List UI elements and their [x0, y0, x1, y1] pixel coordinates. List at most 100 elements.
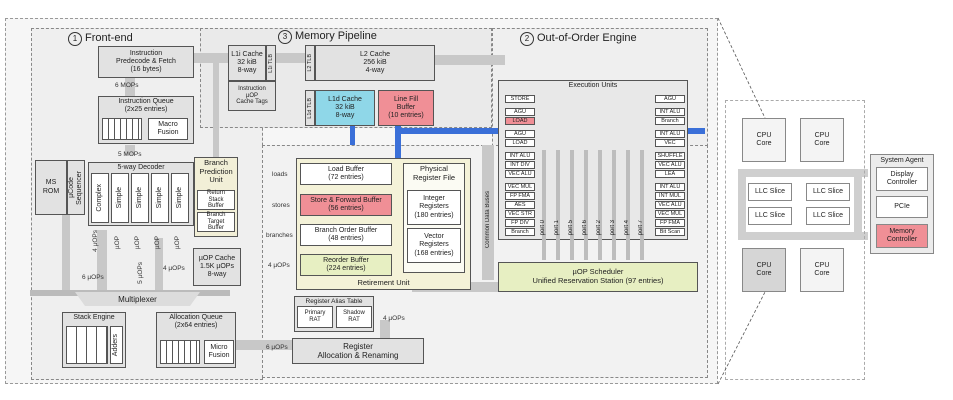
l1d-cache: L1d Cache 32 kiB 8-way [315, 90, 375, 126]
soc-ring-left [738, 169, 746, 240]
exec-unit: FP FMA [505, 192, 535, 200]
soc-ring-top [738, 169, 868, 177]
exec-unit: SHUFFLE [655, 152, 685, 160]
uop-label-1: 4 µOPs [92, 230, 99, 252]
exec-unit: INT MUL [655, 192, 685, 200]
cpu-core-4: CPU Core [800, 248, 844, 292]
port-bus [612, 150, 616, 260]
exec-unit: INT ALU [655, 183, 685, 191]
uop-label-4: µOP [154, 236, 161, 250]
exec-unit: Branch [655, 117, 685, 125]
frontend-number: 1 [68, 32, 82, 46]
mops6-label: 6 MOPs [115, 82, 139, 89]
exec-unit: FP DIV [505, 219, 535, 227]
store-forward-buffer: Store & Forward Buffer (56 entries) [300, 194, 392, 216]
stack-engine-label: Stack Engine [73, 314, 115, 321]
decoder-simple-3: Simple [151, 173, 169, 223]
decoder-simple-1: Simple [111, 173, 129, 223]
port-bus [542, 150, 546, 260]
port-bus [570, 150, 574, 260]
exec-unit: AGU [505, 130, 535, 138]
shadow-rat: Shadow RAT [336, 306, 372, 328]
return-stack-buffer: Return Stack Buffer [197, 190, 235, 210]
uops-6-label: 6 µOPs [82, 274, 104, 281]
memory-controller: Memory Controller [876, 224, 928, 248]
llc-slice-4: LLC Slice [806, 207, 850, 225]
port-label: port 2 [596, 220, 602, 236]
micro-fusion: Micro Fusion [204, 340, 234, 364]
predecode-fetch: Instruction Predecode & Fetch (16 bytes) [98, 46, 194, 78]
prf-label: Physical Register File [412, 164, 456, 182]
exec-unit: LOAD [505, 117, 535, 125]
l1d-blue-path [395, 125, 401, 170]
branch-target-buffer: Branch Target Buffer [197, 212, 235, 232]
uop-label-2: µOP [114, 236, 121, 250]
exec-unit: VEC MUL [505, 183, 535, 191]
port-label: port 5 [568, 220, 574, 236]
l1i-cache: L1i Cache 32 kiB 8-way [228, 45, 266, 81]
exec-unit: LEA [655, 170, 685, 178]
cpu-core-3: CPU Core [742, 248, 786, 292]
llc-slice-2: LLC Slice [806, 183, 850, 201]
uops-4-label: 4 µOPs [163, 265, 185, 272]
iq-label: Instruction Queue (2x25 entries) [118, 98, 174, 114]
port-bus [584, 150, 588, 260]
port-label: port 0 [540, 220, 546, 236]
exec-units-label: Execution Units [568, 82, 618, 89]
l1d-blue-path-2 [350, 125, 355, 145]
l1i-tlb: L1i TLB [266, 45, 276, 81]
port-bus [598, 150, 602, 260]
exec-unit: AGU [655, 95, 685, 103]
uop-scheduler: µOP Scheduler Unified Reservation Statio… [498, 262, 698, 292]
cpu-core-1: CPU Core [742, 118, 786, 162]
stores-label: stores [272, 202, 290, 209]
l2-tlb: L2 TLB [305, 45, 315, 81]
soc-outline [725, 100, 865, 380]
bpu-bus [213, 60, 219, 158]
iq-slots [102, 118, 142, 140]
exec-unit: Branch [505, 228, 535, 236]
exec-unit: VEC ALU [655, 161, 685, 169]
alloc-queue-slots [160, 340, 200, 364]
frontend-vertical-bus-2 [125, 145, 135, 155]
loads-label: loads [272, 171, 288, 178]
branches-label: branches [266, 232, 293, 239]
primary-rat: Primary RAT [297, 306, 333, 328]
port-bus [626, 150, 630, 260]
cdb-label: Common Data Buses [485, 191, 491, 249]
multiplexer: Multiplexer [75, 292, 200, 306]
port-label: port 4 [624, 220, 630, 236]
uop-cache-tags: Instruction µOP Cache Tags [228, 81, 276, 111]
exec-unit: VEC MUL [655, 210, 685, 218]
port-label: port 6 [582, 220, 588, 236]
exec-unit: VEC [655, 139, 685, 147]
uops-5-label: 5 µOPs [137, 262, 144, 284]
uop-label-5: µOP [174, 236, 181, 250]
l1d-tlb: L1d TLB [305, 90, 315, 126]
decoder-down-bus [97, 230, 107, 290]
reorder-buffer: Reorder Buffer (224 entries) [300, 254, 392, 276]
line-fill-buffer: Line Fill Buffer (10 entries) [378, 90, 434, 126]
memory-number: 3 [278, 30, 292, 44]
system-agent-label: System Agent [880, 157, 924, 164]
alloc-rename-bus [236, 340, 294, 350]
ucode-down-bus [62, 215, 70, 290]
uops4-rat-label: 4 µOPs [383, 315, 405, 322]
cdb-bar [482, 145, 494, 280]
rat-label: Register Alias Table [305, 298, 363, 305]
exec-unit: VEC STR [505, 210, 535, 218]
exec-unit: AES [505, 201, 535, 209]
exec-unit: Bit Scan [655, 228, 685, 236]
soc-ring-bottom [738, 232, 868, 240]
exec-unit: INT DIV [505, 161, 535, 169]
port-bus [556, 150, 560, 260]
ucode-sequencer: µCode Sequencer [67, 160, 85, 215]
exec-unit: FP FMA [655, 219, 685, 227]
branch-order-buffer: Branch Order Buffer (48 entries) [300, 224, 392, 246]
bpu-label: Branch Prediction Unit [199, 158, 233, 185]
exec-unit: INT ALU [505, 152, 535, 160]
rename-up-bus [380, 320, 390, 338]
frontend-vertical-bus [125, 78, 135, 98]
